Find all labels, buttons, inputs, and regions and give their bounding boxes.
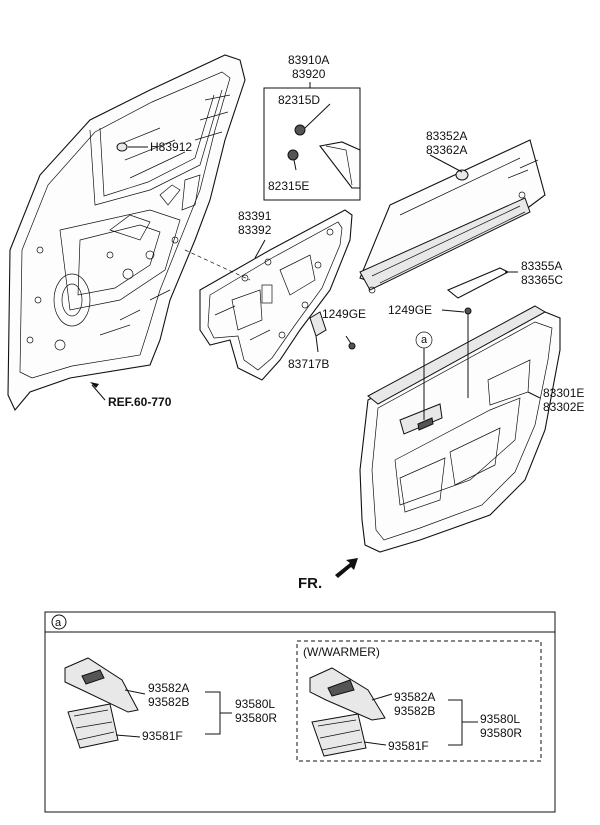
label-1249ge-upper: 1249GE (322, 307, 366, 321)
weatherstrip (359, 139, 546, 294)
label-1249ge-lower: 1249GE (388, 303, 432, 317)
door-trim (359, 305, 561, 553)
right-label-93582b: 93582B (394, 704, 435, 718)
clip-bracket-box (263, 82, 361, 201)
label-82315d: 82315D (278, 93, 320, 107)
left-label-93580l: 93580L (235, 697, 275, 711)
door-frame (7, 54, 246, 412)
garnish (446, 267, 510, 299)
ref-arrow (90, 382, 106, 401)
label-82315e: 82315E (268, 179, 309, 193)
right-label-93582a: 93582A (394, 690, 435, 704)
label-front: FR. (298, 575, 322, 592)
inner-trim-panel (199, 209, 356, 381)
left-label-93580r: 93580R (235, 711, 277, 725)
right-label-93580r: 93580R (480, 726, 522, 740)
label-h83912: H83912 (150, 140, 192, 154)
label-83302e: 83302E (543, 400, 584, 414)
detail-box: a 93582A 93582B 93580L 93580R 93581F (W/… (44, 611, 556, 813)
right-switch-panel (309, 667, 478, 757)
detail-box-letter: a (55, 617, 62, 629)
label-83910a: 83910A (288, 53, 329, 67)
right-label-93581f: 93581F (388, 739, 429, 753)
label-83392: 83392 (238, 223, 272, 237)
left-label-93582a: 93582A (148, 681, 189, 695)
right-label-93580l: 93580L (480, 712, 520, 726)
label-83301e: 83301E (543, 386, 584, 400)
label-83352a: 83352A (426, 129, 467, 143)
left-label-93582b: 93582B (148, 695, 189, 709)
label-83355a: 83355A (521, 259, 562, 273)
callout-letter-main: a (421, 334, 428, 346)
label-83391: 83391 (238, 209, 272, 223)
warmer-title: (W/WARMER) (303, 645, 380, 659)
label-83365c: 83365C (521, 273, 563, 287)
left-switch-panel (64, 657, 232, 749)
label-83362a: 83362A (426, 143, 467, 157)
leader-lines (128, 146, 541, 399)
label-83717b: 83717B (288, 357, 329, 371)
main-labels: 83910A 83920 82315D 82315E H83912 83391 … (108, 53, 584, 592)
label-83920: 83920 (292, 67, 326, 81)
left-label-93581f: 93581F (142, 729, 183, 743)
front-arrow (335, 558, 358, 578)
label-ref-60-770: REF.60-770 (108, 395, 172, 409)
